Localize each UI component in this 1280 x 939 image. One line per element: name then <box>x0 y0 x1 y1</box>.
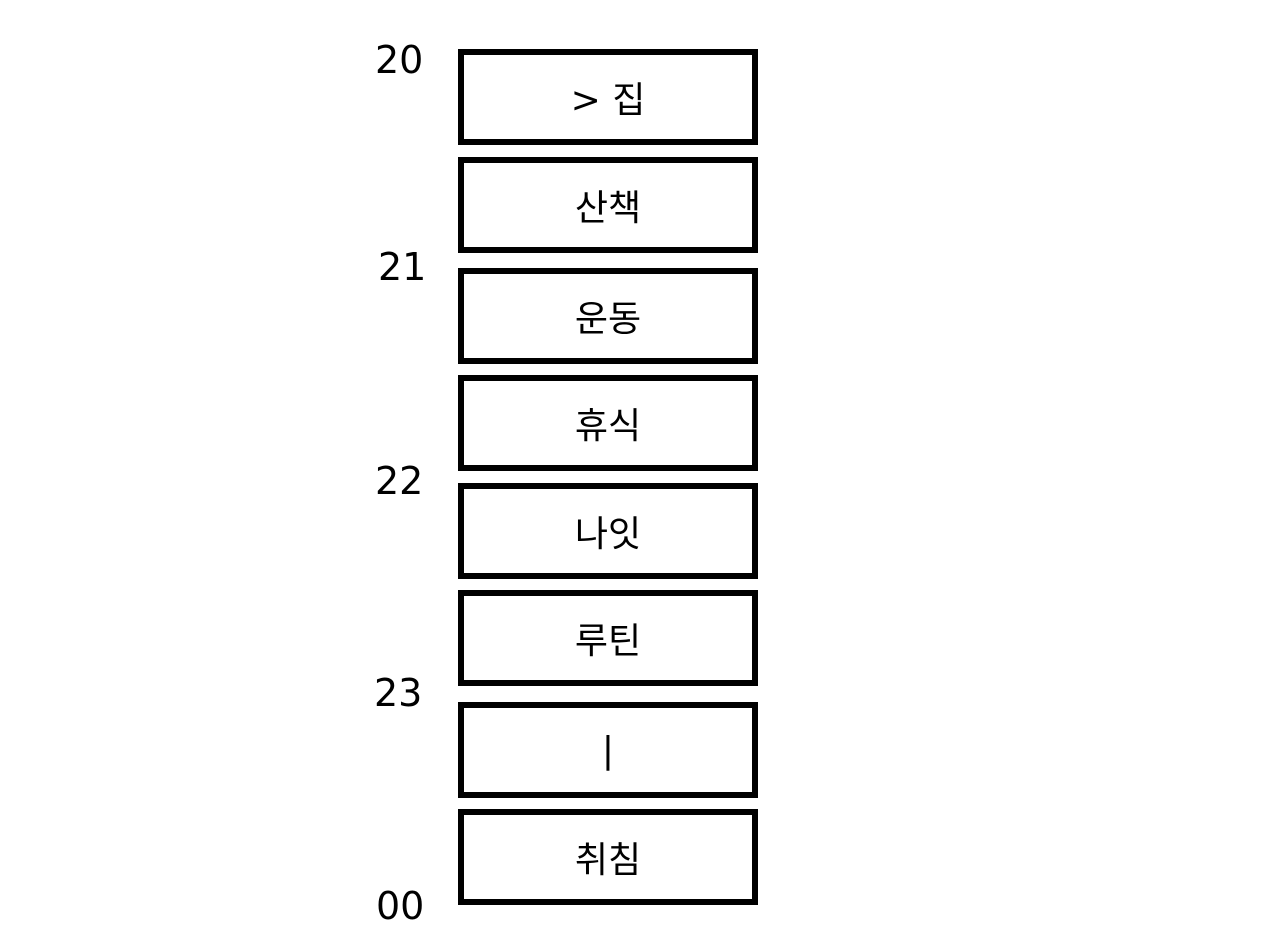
schedule-block-night[interactable]: 나잇 <box>458 483 758 579</box>
schedule-block-label: 취침 <box>574 840 642 881</box>
schedule-block-continuation[interactable]: | <box>458 702 758 798</box>
schedule-block-sleep[interactable]: 취침 <box>458 809 758 905</box>
hour-label-23: 23 <box>374 671 423 715</box>
hour-label-22: 22 <box>375 459 424 503</box>
schedule-block-label: 운동 <box>574 299 642 340</box>
hour-label-20: 20 <box>375 38 424 82</box>
schedule-block-label: > 집 <box>570 80 646 121</box>
schedule-block-rest[interactable]: 휴식 <box>458 375 758 471</box>
schedule-block-walk[interactable]: 산책 <box>458 157 758 253</box>
schedule-block-label: 루틴 <box>574 621 642 662</box>
schedule-block-label: 산책 <box>574 188 642 229</box>
schedule-block-home[interactable]: > 집 <box>458 49 758 145</box>
schedule-block-label: 나잇 <box>574 514 642 555</box>
schedule-block-label: | <box>601 729 615 771</box>
schedule-block-exercise[interactable]: 운동 <box>458 268 758 364</box>
schedule-block-routine[interactable]: 루틴 <box>458 590 758 686</box>
hour-label-21: 21 <box>378 245 427 289</box>
hour-label-00: 00 <box>376 884 425 928</box>
schedule-block-label: 휴식 <box>574 406 642 447</box>
